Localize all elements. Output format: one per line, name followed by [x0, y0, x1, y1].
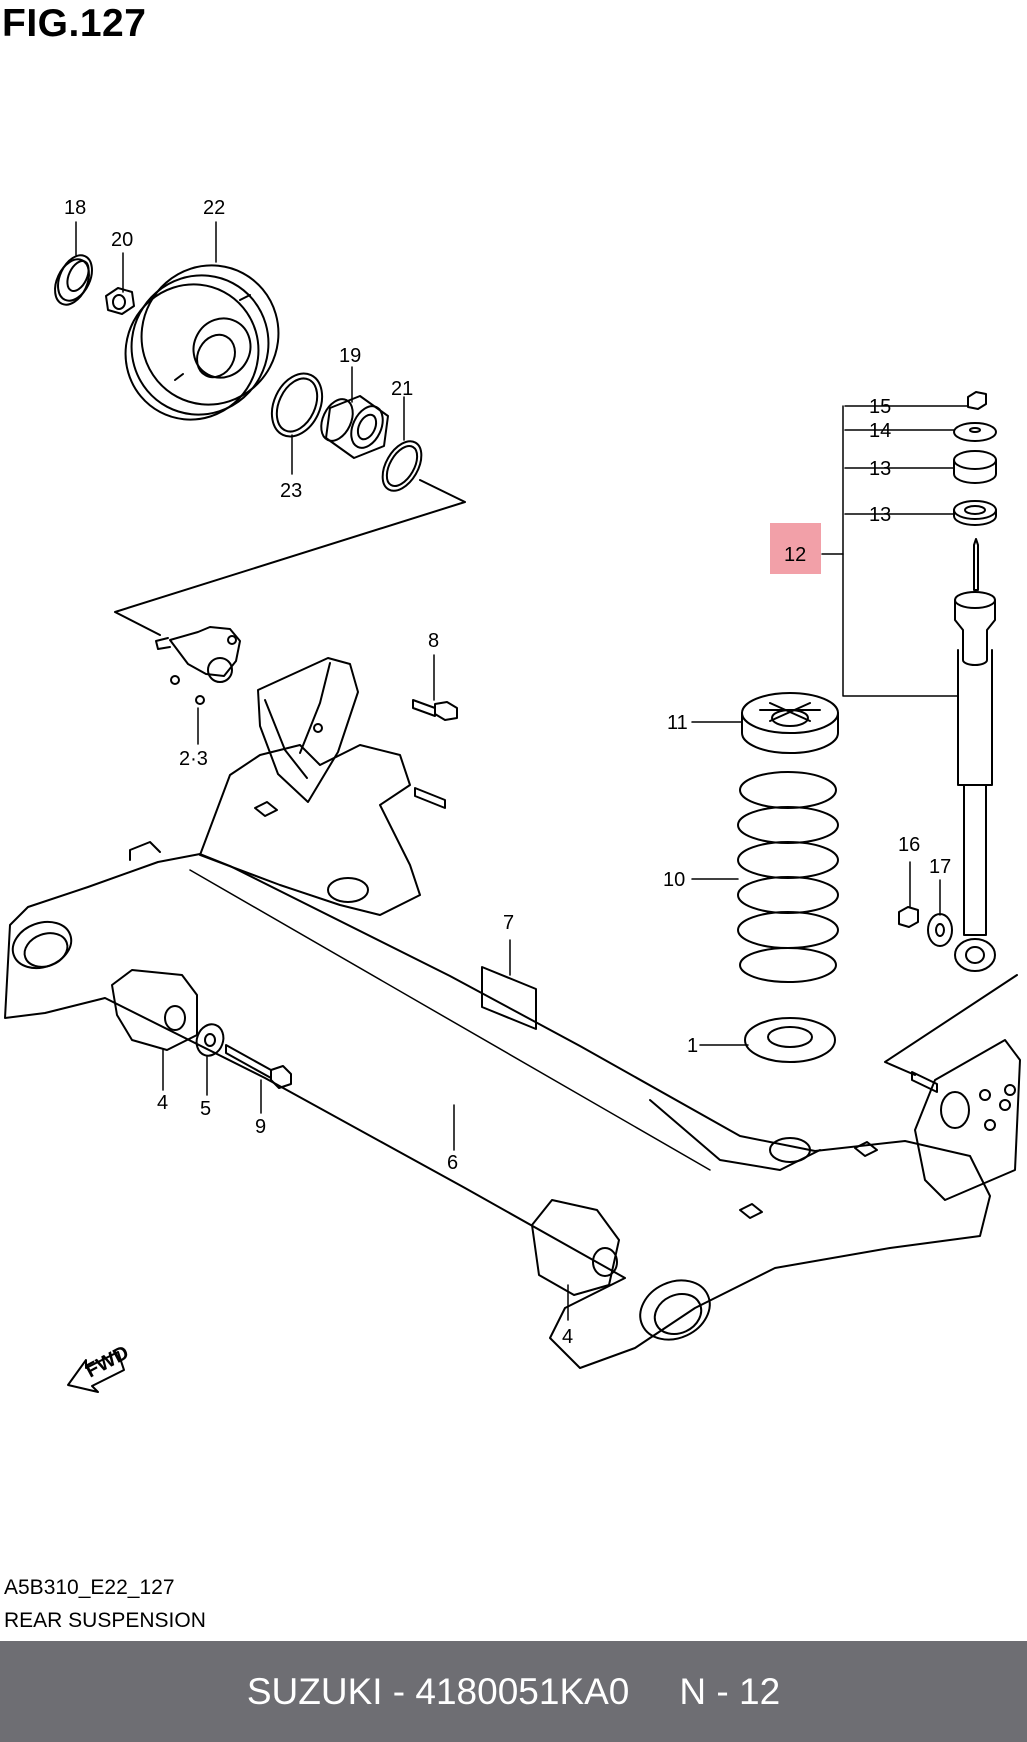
bolt-9-part — [225, 1044, 292, 1089]
circlip-part — [381, 440, 423, 492]
callout-19: 19 — [339, 345, 361, 367]
axle-bracket-part — [257, 657, 359, 803]
nut-16-part — [898, 906, 919, 928]
label-plate-part — [481, 966, 537, 1030]
bearing-part — [320, 395, 389, 459]
section-title: REAR SUSPENSION — [4, 1609, 206, 1632]
callout-11: 11 — [667, 712, 688, 734]
callout-22: 22 — [203, 197, 225, 219]
callout-2-3: 2·3 — [179, 748, 208, 770]
leader-lines — [75, 221, 969, 1321]
callout-13-upper: 13 — [869, 458, 891, 480]
callout-13-lower: 13 — [869, 504, 891, 526]
bush-13-lower-part — [953, 500, 997, 526]
hub-spindle-part — [155, 626, 241, 705]
callout-12: 12 — [784, 544, 806, 566]
coil-spring-part — [737, 771, 839, 983]
callout-21: 21 — [391, 378, 413, 400]
right-bracket-part — [911, 1039, 1021, 1201]
washer-14-part — [953, 422, 997, 442]
washer-part — [195, 1023, 225, 1057]
callout-14: 14 — [869, 420, 891, 442]
spring-seat-upper-part — [741, 692, 839, 754]
callout-20: 20 — [111, 229, 133, 251]
hub-nut-part — [105, 287, 135, 315]
callout-18: 18 — [64, 197, 86, 219]
callout-6: 6 — [447, 1152, 458, 1174]
snap-ring-part — [270, 372, 324, 438]
callout-4-left: 4 — [157, 1092, 168, 1114]
bush-13-upper-part — [953, 450, 997, 484]
shock-absorber-part — [954, 538, 996, 972]
callout-23: 23 — [280, 480, 302, 502]
shock-mount-leader — [884, 974, 1018, 1076]
callout-9: 9 — [255, 1116, 266, 1138]
bushing-right-part — [531, 1199, 620, 1296]
part-number: SUZUKI - 4180051KA0 — [246, 1670, 630, 1712]
callout-8: 8 — [428, 630, 439, 652]
nut-15-part — [967, 391, 987, 410]
oil-seal-part — [54, 254, 93, 306]
torsion-beam-axle-part — [4, 744, 991, 1369]
highlight-box — [770, 523, 821, 574]
callout-labels: 18 22 20 19 21 23 8 2·3 15 14 13 13 12 1… — [64, 197, 951, 1348]
callout-4-right: 4 — [562, 1326, 573, 1348]
reference-number: N - 12 — [679, 1670, 781, 1712]
washer-17-part — [927, 913, 953, 947]
callout-15: 15 — [869, 396, 891, 418]
callout-10: 10 — [663, 869, 685, 891]
drawing-code: A5B310_E22_127 — [4, 1576, 175, 1599]
callout-17: 17 — [929, 856, 951, 878]
bolt-8-part — [412, 699, 458, 721]
callout-5: 5 — [200, 1098, 211, 1120]
brake-drum-part — [124, 264, 280, 421]
stud-part — [414, 787, 446, 809]
callout-1: 1 — [687, 1035, 698, 1057]
exploded-parts-diagram: FWD 18 22 20 19 21 23 — [4, 197, 1021, 1393]
callout-7: 7 — [503, 912, 514, 934]
fwd-arrow-icon: FWD — [67, 1342, 133, 1393]
figure-title: FIG.127 — [2, 2, 147, 45]
footer-bar: SUZUKI - 4180051KA0 N - 12 — [0, 1641, 1027, 1742]
callout-16: 16 — [898, 834, 920, 856]
spring-seat-lower-part — [744, 1017, 836, 1063]
